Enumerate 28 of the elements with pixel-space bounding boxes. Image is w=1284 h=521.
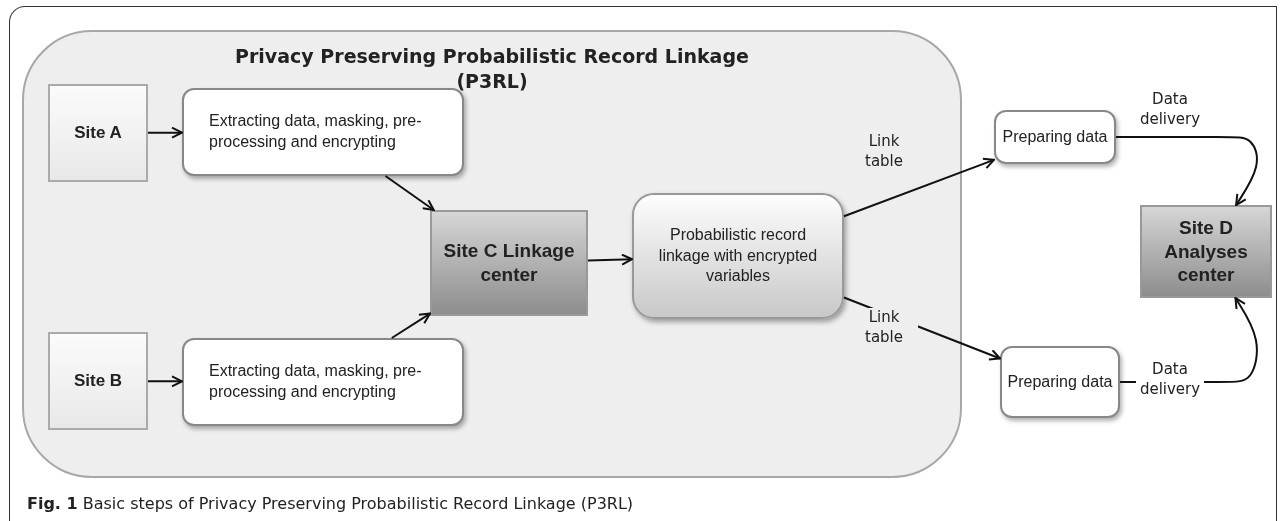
group-heading: Privacy Preserving Probabilistic Record Linkage (P3RL) <box>234 44 750 94</box>
node-label: Extracting data, masking, pre-processing and encrypting <box>208 111 423 152</box>
arrow <box>390 312 431 339</box>
process-box <box>632 193 844 319</box>
arrow <box>587 253 633 266</box>
process-box <box>994 110 1116 164</box>
arrow <box>147 375 183 388</box>
arrow <box>384 175 435 211</box>
edge-label: Data delivery <box>1136 360 1204 399</box>
arrow <box>1115 136 1258 206</box>
node-label: Extracting data, masking, pre-processing and encrypting <box>208 361 423 402</box>
center-box <box>430 210 588 316</box>
site-box <box>48 332 148 430</box>
node-label: Site B <box>73 369 123 392</box>
arrow <box>843 157 995 218</box>
node-label: Site A <box>74 121 122 144</box>
node-label: Probabilistic record linkage with encrypted variables <box>657 224 819 287</box>
figure-caption: Fig. 1 Basic steps of Privacy Preserving Probabilistic Record Linkage (P3RL) <box>27 494 634 513</box>
group-container <box>22 30 962 478</box>
process-box <box>182 338 464 426</box>
node-label: Preparing data <box>1006 371 1114 392</box>
center-box <box>1140 205 1272 298</box>
arrow <box>147 126 183 139</box>
process-box <box>1000 346 1120 418</box>
node-label: Site C Linkage center <box>442 239 576 287</box>
node-label: Preparing data <box>1001 126 1109 147</box>
node-label: Site D Analyses center <box>1163 215 1249 288</box>
site-box <box>48 84 148 182</box>
